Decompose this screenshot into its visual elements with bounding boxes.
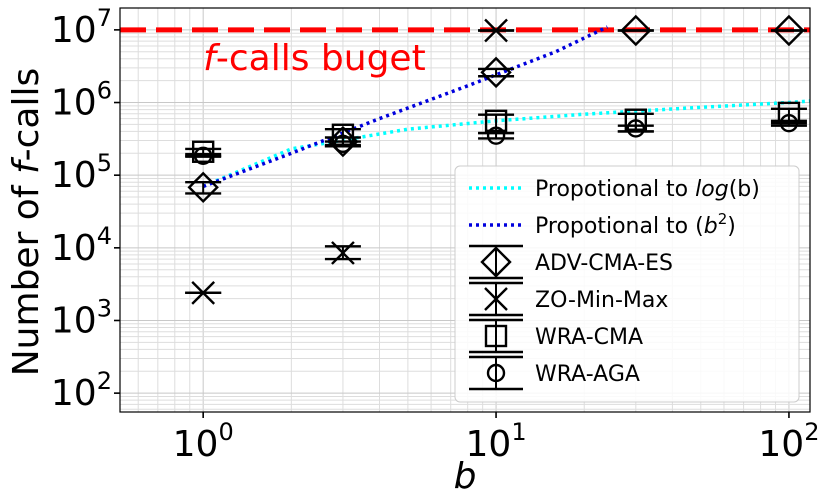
data-point-square: [484, 109, 508, 133]
x-tick-exp: 0: [218, 418, 233, 446]
y-tick-base: 10: [51, 10, 97, 51]
legend-label: ZO-Min-Max: [535, 288, 668, 313]
legend-label: Propotional to log(b): [535, 177, 760, 202]
legend-label-after: ): [727, 214, 736, 239]
y-axis-label-prefix: Number of: [6, 174, 47, 376]
legend-label-text: WRA-AGA: [535, 362, 640, 387]
x-tick-exp: 1: [511, 418, 526, 446]
series-wra-aga: [185, 113, 807, 165]
data-point-x: [484, 18, 508, 43]
legend-marker-x: [484, 287, 508, 311]
error-bar: [185, 152, 222, 158]
y-tick-label: 106: [51, 77, 112, 124]
x-axis-label: b: [454, 456, 477, 497]
y-axis-label-suffix: -calls: [6, 68, 47, 162]
budget-label: f-calls buget: [203, 38, 426, 79]
legend-marker-square: [484, 324, 508, 348]
x-tick-label: 102: [758, 418, 819, 465]
legend-entry: WRA-AGA: [469, 355, 640, 391]
y-tick-exp: 7: [97, 4, 112, 32]
legend-label-sup: 2: [718, 210, 728, 228]
legend-label-text: Propotional to: [535, 177, 695, 202]
legend-label: Propotional to (b2): [535, 210, 736, 239]
legend-label-italic: log: [695, 177, 729, 202]
data-point-circle: [193, 146, 213, 165]
data-markers: [185, 14, 807, 305]
y-tick-exp: 3: [97, 294, 112, 322]
error-bar: [770, 119, 807, 127]
error-bar: [185, 181, 222, 195]
x-tick-exp: 2: [804, 418, 819, 446]
legend-label: ADV-CMA-ES: [535, 251, 673, 276]
data-point-circle: [779, 113, 799, 133]
legend: Propotional to log(b) Propotional to (b2)…: [454, 165, 800, 403]
data-point-x: [191, 281, 216, 305]
y-tick-base: 10: [51, 83, 97, 124]
y-tick-label: 103: [51, 294, 112, 341]
x-tick-base: 10: [466, 424, 512, 465]
error-bar: [478, 131, 515, 140]
x-tick-label: 100: [173, 418, 234, 465]
y-tick-base: 10: [51, 155, 97, 196]
x-tick-base: 10: [758, 424, 804, 465]
legend-label-text: WRA-CMA: [535, 325, 643, 350]
data-point-diamond: [773, 14, 805, 47]
reference-lines: [202, 25, 810, 189]
legend-entry: ADV-CMA-ES: [469, 244, 673, 280]
y-tick-base: 10: [51, 228, 97, 269]
budget-label-rest: -calls buget: [216, 38, 426, 79]
x-tick-base: 10: [173, 424, 219, 465]
legend-label-text: ADV-CMA-ES: [535, 251, 673, 276]
y-axis-label: Number of f-calls: [6, 68, 47, 377]
data-point-circle: [333, 134, 353, 154]
legend-entry: Propotional to log(b): [469, 177, 760, 202]
legend-label: WRA-CMA: [535, 325, 643, 350]
y-tick-label: 104: [51, 222, 112, 269]
plot-frame: [119, 7, 811, 413]
error-bar: [617, 124, 654, 133]
y-tick-exp: 4: [97, 222, 112, 250]
reference-line-square: [202, 25, 609, 189]
x-tick-label: 101: [466, 418, 527, 465]
error-bar: [324, 140, 361, 148]
y-tick-base: 10: [51, 373, 97, 414]
y-tick-exp: 2: [97, 367, 112, 395]
legend-marker-diamond: [480, 246, 512, 278]
legend-label-text: Propotional to (: [535, 214, 704, 239]
legend-entry: ZO-Min-Max: [469, 281, 668, 317]
data-point-diamond: [187, 171, 219, 204]
y-tick-base: 10: [51, 300, 97, 341]
reference-line-log: [202, 99, 810, 189]
legend-label-italic: b: [704, 214, 718, 239]
y-tick-label: 102: [51, 367, 112, 414]
data-point-diamond: [620, 14, 652, 47]
legend-label-text: ZO-Min-Max: [535, 288, 668, 313]
y-tick-exp: 5: [97, 149, 112, 177]
data-point-x: [331, 241, 355, 265]
data-point-circle: [486, 126, 506, 145]
legend-label-after: (b): [729, 177, 760, 202]
series-zo-min-max: [185, 18, 515, 305]
y-tick-label: 105: [51, 149, 112, 196]
legend-entry: Propotional to (b2): [469, 210, 736, 239]
data-point-circle: [626, 119, 646, 138]
legend-box: [454, 165, 800, 403]
y-tick-label: 107: [51, 4, 112, 51]
legend-entry: WRA-CMA: [469, 318, 643, 354]
data-point-square: [191, 140, 215, 163]
data-point-diamond: [480, 56, 512, 89]
legend-marker-circle: [486, 363, 506, 383]
legend-label: WRA-AGA: [535, 362, 640, 387]
budget-line-group: f-calls buget: [120, 27, 810, 79]
y-tick-exp: 6: [97, 77, 112, 105]
